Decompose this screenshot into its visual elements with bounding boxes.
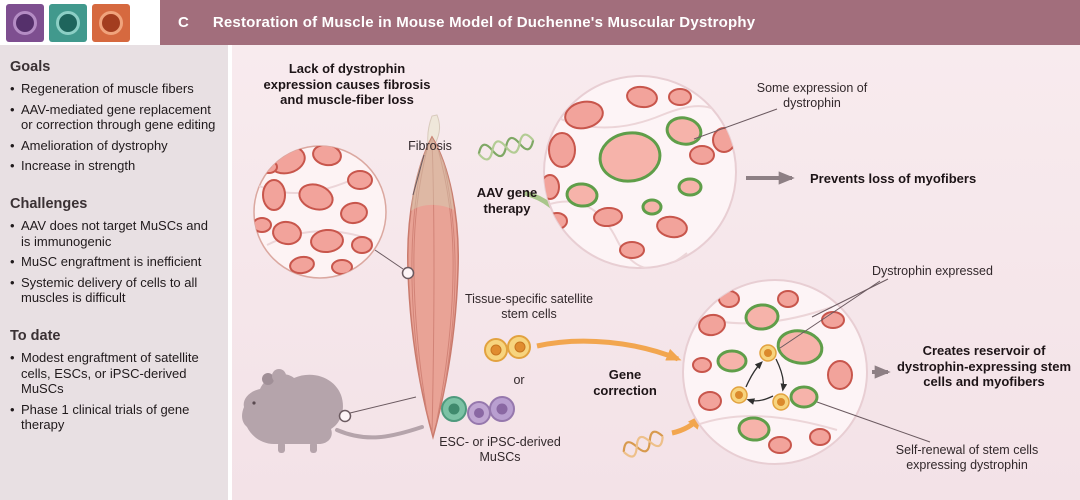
satellite-cells-label: Tissue-specific satellite stem cells (464, 292, 594, 321)
prevents-loss-label: Prevents loss of myofibers (810, 171, 977, 186)
panel-thumbnail-tiles (0, 0, 160, 45)
satellite-cell-icon (484, 335, 531, 362)
list-item: Increase in strength (10, 158, 218, 174)
diagram-area: Lack of dystrophin expression causes fib… (232, 45, 1080, 500)
engrafted-stem-cells (730, 344, 790, 411)
myofibers-dystrophin-green (716, 303, 824, 442)
panel-title: Restoration of Muscle in Mouse Model of … (212, 14, 756, 31)
fibrosis-pointer-line (412, 154, 425, 196)
mouse-icon (242, 369, 424, 453)
zoom-marker (338, 409, 352, 423)
section-heading: Goals (10, 59, 51, 75)
goals-section: Goals Regeneration of muscle fibers AAV-… (10, 59, 218, 174)
self-renewal-pointer-line (816, 401, 931, 443)
zoom-connector-mouse (338, 396, 417, 423)
intro-caption: Lack of dystrophin expression causes fib… (263, 61, 431, 108)
self-renewal-arrow-icon (745, 358, 788, 405)
cell-icon-orange (92, 3, 130, 42)
myofibers-red (692, 290, 853, 454)
zoom-connector-inset (374, 249, 415, 280)
dystrophin-expressed-label: Dystrophin expressed (872, 264, 993, 278)
list-item: MuSC engraftment is inefficient (10, 254, 218, 270)
to-date-section: To date Modest engraftment of satellite … (10, 328, 218, 433)
creates-reservoir-label: Creates reservoir of dystrophin-expressi… (896, 343, 1072, 390)
fibrosis-region (411, 137, 454, 211)
zoom-marker (401, 266, 415, 280)
fibrosis-label: Fibrosis (408, 139, 452, 153)
treated-muscle-circle (543, 75, 737, 269)
list-item: AAV does not target MuSCs and is immunog… (10, 218, 218, 249)
diagram-illustration (242, 75, 931, 465)
aav-dna-icon (477, 133, 535, 161)
myofibers-red (544, 85, 736, 259)
challenges-section: Challenges AAV does not target MuSCs and… (10, 196, 218, 306)
list-item: Regeneration of muscle fibers (10, 81, 218, 97)
some-expression-label: Some expression of dystrophin (756, 81, 868, 110)
or-label: or (513, 373, 525, 387)
section-heading: To date (10, 327, 61, 344)
list-item: Phase 1 clinical trials of gene therapy (10, 402, 218, 433)
cell-circle-icon (13, 10, 37, 35)
list-item: AAV-mediated gene replacement or correct… (10, 102, 218, 133)
summary-sidebar: Goals Regeneration of muscle fibers AAV-… (0, 45, 228, 500)
muscle-icon (407, 114, 459, 440)
section-heading: Challenges (10, 195, 88, 212)
list-item: Systemic delivery of cells to all muscle… (10, 275, 218, 306)
some-expression-pointer-line (693, 108, 778, 140)
esc-ipsc-label: ESC- or iPSC-derived MuSCs (439, 435, 561, 464)
cell-icon-purple (6, 3, 44, 42)
stem-cell-muscle-circle (682, 279, 868, 465)
muscle-inset-circle (253, 145, 387, 279)
figure-header: C Restoration of Muscle in Mouse Model o… (0, 0, 1080, 45)
cell-icon-teal (49, 3, 87, 42)
cell-circle-icon (56, 10, 80, 35)
list-item: Modest engraftment of satellite cells, E… (10, 350, 218, 397)
corrected-dna-icon (622, 430, 664, 458)
title-bar: C Restoration of Muscle in Mouse Model o… (160, 0, 1080, 45)
aav-gene-therapy-label: AAV gene therapy (476, 185, 538, 216)
self-renewal-label: Self-renewal of stem cells expressing dy… (895, 443, 1039, 472)
dystrophin-expressed-pointer-lines (779, 278, 889, 349)
panel-letter: C (178, 14, 189, 31)
gene-correction-arrow-top (536, 338, 682, 362)
cell-circle-icon (99, 10, 123, 35)
list-item: Amelioration of dystrophy (10, 138, 218, 154)
divider (228, 45, 232, 500)
myofibers-dystrophin-green (565, 116, 703, 216)
esc-ipsc-cell-icons (441, 396, 515, 425)
gene-correction-label: Gene correction (593, 367, 657, 398)
